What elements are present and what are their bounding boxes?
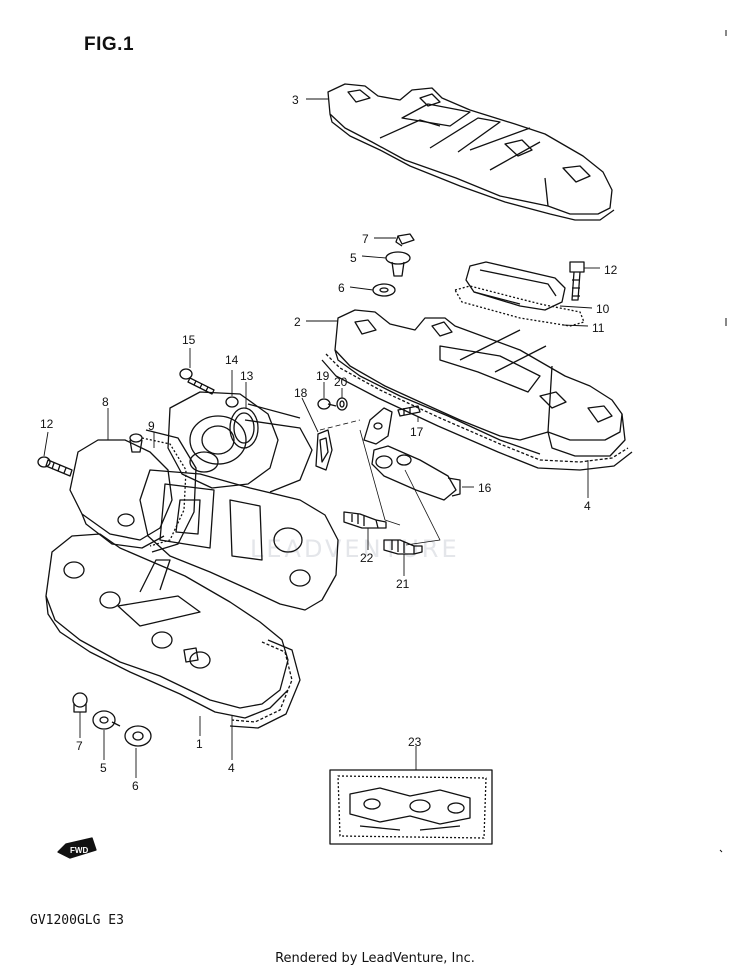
callout-10: 10 xyxy=(596,302,610,316)
callout-leaders xyxy=(43,98,600,778)
part-7-cap-upper xyxy=(395,233,415,247)
part-4-gasket-front xyxy=(321,353,633,471)
cylinder-head-block xyxy=(139,391,339,611)
callout-5: 5 xyxy=(100,761,107,775)
callout-17: 17 xyxy=(410,425,424,439)
part-11-gasket xyxy=(454,285,585,327)
part-20-washer xyxy=(336,397,348,411)
part-14-clip xyxy=(225,396,239,408)
margin-marks xyxy=(719,30,727,853)
callout-20: 20 xyxy=(334,375,348,389)
part-21-sensor xyxy=(383,539,423,555)
callout-15: 15 xyxy=(182,333,196,347)
model-code: GV1200GLG E3 xyxy=(30,913,124,928)
part-16-pipe-union xyxy=(371,445,461,501)
part-4-gasket-lower xyxy=(229,639,301,729)
callout-14: 14 xyxy=(225,353,239,367)
part-8-side-cover xyxy=(69,433,173,549)
part-12-bolt-lower xyxy=(37,456,73,477)
callout-6: 6 xyxy=(338,281,345,295)
footer-credit: Rendered by LeadVenture, Inc. xyxy=(275,951,475,966)
part-22-sensor xyxy=(343,511,387,529)
part-5-bolt-lower xyxy=(92,710,121,730)
callout-9: 9 xyxy=(148,419,155,433)
figure-title: FIG.1 xyxy=(84,34,135,55)
part-5-bolt-upper xyxy=(385,251,411,277)
part-7-cap-lower xyxy=(72,692,88,713)
callout-3: 3 xyxy=(292,93,299,107)
part-19-bolt xyxy=(317,398,337,410)
callout-12: 12 xyxy=(40,417,54,431)
callout-18: 18 xyxy=(294,386,308,400)
callout-22: 22 xyxy=(360,551,374,565)
part-18-gasket xyxy=(315,429,333,471)
leader-lines xyxy=(319,419,441,546)
callout-8: 8 xyxy=(102,395,109,409)
part-13-o-ring xyxy=(229,407,259,449)
part-9-gasket xyxy=(141,429,197,553)
callout-4: 4 xyxy=(228,761,235,775)
part-23-gasket-set xyxy=(329,769,493,845)
callout-4: 4 xyxy=(584,499,591,513)
callout-1: 1 xyxy=(196,737,203,751)
fwd-arrow-icon xyxy=(57,837,97,859)
callout-7: 7 xyxy=(362,232,369,246)
callout-6: 6 xyxy=(132,779,139,793)
part-10-cover-cap xyxy=(465,261,566,311)
callout-16: 16 xyxy=(478,481,492,495)
callout-23: 23 xyxy=(408,735,422,749)
callout-12: 12 xyxy=(604,263,618,277)
part-2-head-cover-front xyxy=(334,309,626,457)
callout-21: 21 xyxy=(396,577,410,591)
part-12-bolt-upper xyxy=(569,261,585,301)
callout-2: 2 xyxy=(294,315,301,329)
part-1-head-cover-lower xyxy=(45,533,289,719)
bracket-plate xyxy=(363,407,393,445)
fwd-label: FWD xyxy=(70,846,88,855)
part-3-head-cover-rear xyxy=(327,83,615,221)
callout-11: 11 xyxy=(592,321,605,335)
callout-19: 19 xyxy=(316,369,330,383)
part-6-washer-lower xyxy=(124,725,152,747)
part-6-washer-upper xyxy=(372,283,396,297)
callout-13: 13 xyxy=(240,369,254,383)
callout-5: 5 xyxy=(350,251,357,265)
part-15-bolt xyxy=(179,368,215,395)
part-17-bolt xyxy=(397,405,421,417)
callout-7: 7 xyxy=(76,739,83,753)
